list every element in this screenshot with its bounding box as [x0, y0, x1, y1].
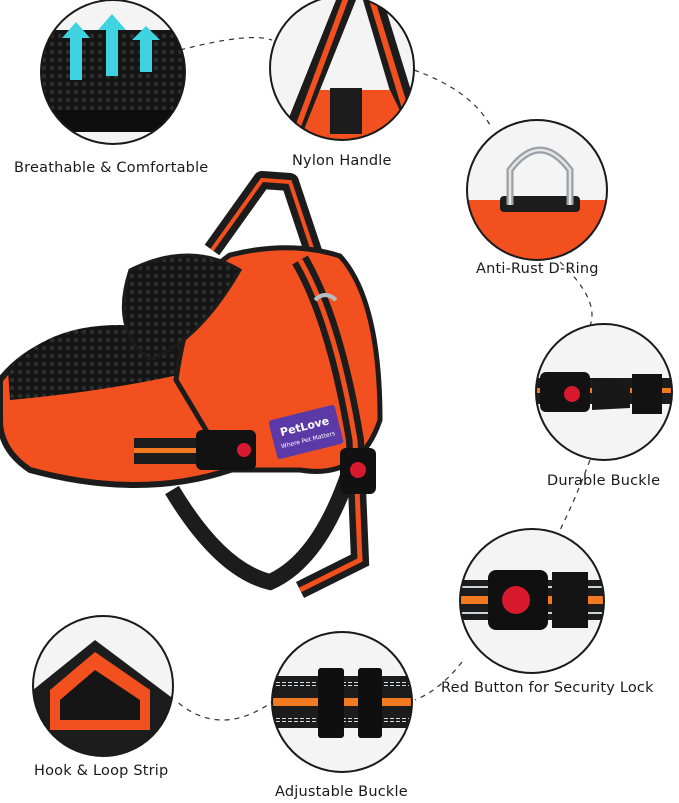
breathable-detail-circle: [40, 0, 186, 145]
lock-detail-circle: [459, 528, 605, 674]
handle-detail-circle: [269, 0, 415, 141]
feature-label-handle: Nylon Handle: [292, 153, 392, 169]
feature-label-adjust: Adjustable Buckle: [275, 784, 408, 800]
brand-tag: PetLove Where Pet Matters: [268, 405, 344, 459]
dashed-connector: [174, 36, 593, 721]
airflow-arrow-icon: [62, 14, 160, 80]
hookloop-detail-circle: [32, 615, 174, 757]
feature-label-hookloop: Hook & Loop Strip: [34, 763, 169, 779]
dring-detail-circle: [466, 119, 608, 261]
adjust-detail-circle: [271, 631, 413, 773]
feature-label-buckle: Durable Buckle: [547, 473, 661, 489]
feature-label-dring: Anti-Rust D-Ring: [476, 261, 599, 277]
feature-label-breathable: Breathable & Comfortable: [14, 160, 209, 176]
buckle-detail-circle: [535, 323, 673, 461]
harness-product-image: PetLove Where Pet Matters: [0, 171, 383, 599]
feature-label-lock: Red Button for Security Lock: [441, 680, 654, 696]
